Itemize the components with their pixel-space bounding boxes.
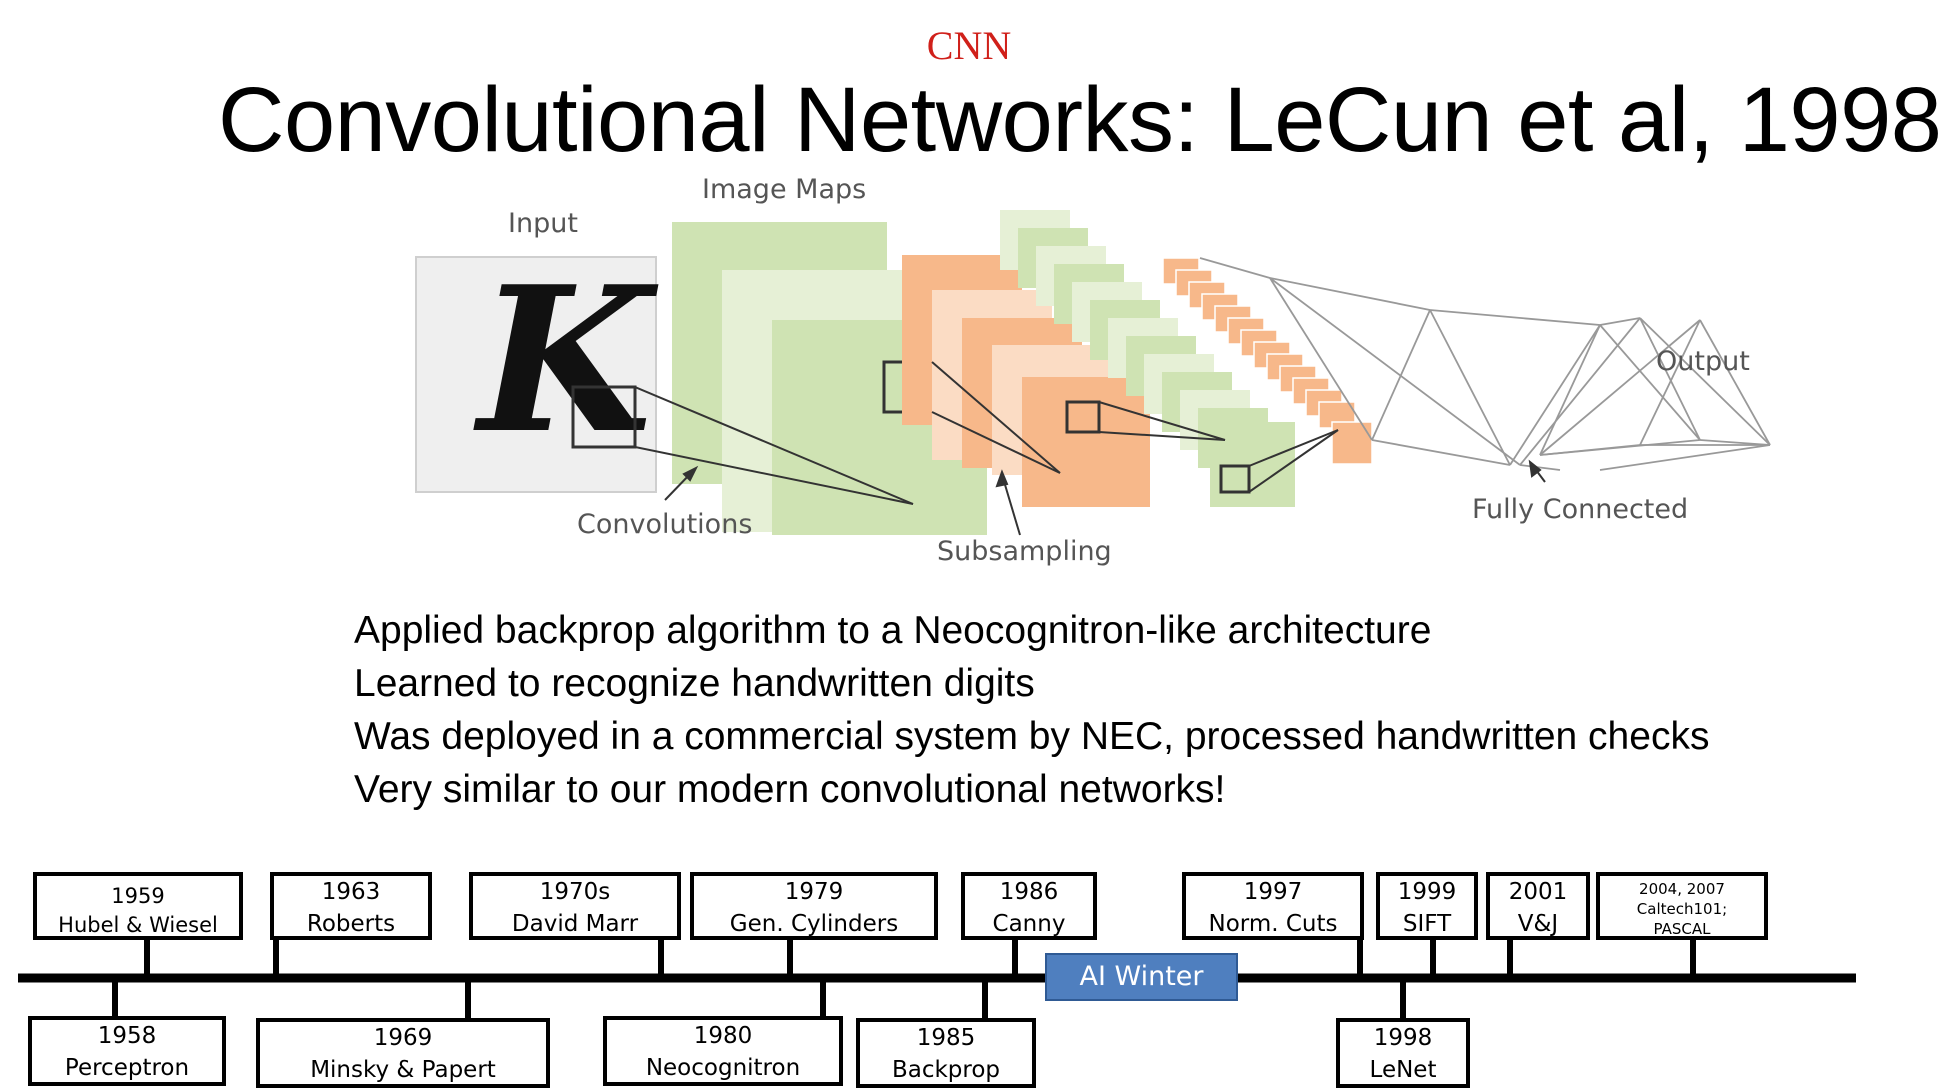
event-year: 1998: [1373, 1025, 1433, 1051]
image-maps-label: Image Maps: [702, 174, 866, 205]
timeline-event: 1959 Hubel & Wiesel: [33, 872, 243, 940]
event-name: Norm. Cuts: [1208, 911, 1338, 937]
timeline-event: 1963 Roberts: [270, 872, 432, 940]
event-year: 1958: [97, 1023, 157, 1049]
timeline-event: 1986 Canny: [961, 872, 1097, 940]
event-name: Canny: [992, 911, 1066, 937]
event-name: Neocognitron: [645, 1055, 801, 1081]
event-year: 1979: [784, 879, 844, 905]
timeline-event: 2001 V&J: [1486, 872, 1590, 940]
event-year: 1999: [1397, 879, 1457, 905]
event-year: 1970s: [539, 879, 611, 905]
event-name: Backprop: [891, 1057, 1001, 1083]
event-year: 1985: [916, 1025, 976, 1051]
timeline-event: 1998 LeNet: [1336, 1018, 1470, 1088]
event-name: Gen. Cylinders: [729, 911, 899, 937]
event-name: PASCAL: [1653, 920, 1711, 938]
timeline-event: 1985 Backprop: [856, 1018, 1036, 1088]
bullet-item: Applied backprop algorithm to a Neocogni…: [354, 609, 1432, 652]
event-year: 1969: [373, 1025, 433, 1051]
event-name: Minsky & Papert: [310, 1057, 496, 1083]
output-label: Output: [1656, 346, 1750, 377]
convolutions-label: Convolutions: [577, 509, 752, 540]
subsample-receptive-field: [1065, 400, 1101, 434]
bullet-list: Applied backprop algorithm to a Neocogni…: [354, 604, 1709, 816]
bullet-item: Was deployed in a commercial system by N…: [354, 715, 1710, 758]
timeline-event: 1958 Perceptron: [28, 1016, 226, 1086]
event-year: 1986: [999, 879, 1059, 905]
slide-title: Convolutional Networks: LeCun et al, 199…: [218, 69, 1938, 171]
timeline-event: 1979 Gen. Cylinders: [690, 872, 938, 940]
input-receptive-field: [571, 385, 637, 449]
subsample-map: [1022, 377, 1150, 507]
bullet-item: Very similar to our modern convolutional…: [354, 768, 1226, 811]
event-name: Perceptron: [64, 1055, 190, 1081]
ai-winter-badge: AI Winter: [1045, 953, 1238, 1001]
event-name: Caltech101;: [1636, 900, 1728, 918]
timeline-event: 1969 Minsky & Papert: [256, 1018, 550, 1088]
timeline-event: 1999 SIFT: [1376, 872, 1478, 940]
input-glyph: K: [473, 243, 659, 478]
pooled-stack: [1162, 257, 1373, 465]
event-year: 1997: [1243, 879, 1303, 905]
event-name: Roberts: [306, 911, 396, 937]
event-year: 2004, 2007: [1639, 880, 1725, 898]
input-label: Input: [508, 208, 578, 239]
fully-connected-label: Fully Connected: [1472, 494, 1688, 525]
timeline-event: 1997 Norm. Cuts: [1182, 872, 1364, 940]
event-name: David Marr: [511, 911, 639, 937]
timeline-event: 2004, 2007 Caltech101; PASCAL: [1596, 872, 1768, 940]
slide-tag: CNN: [926, 23, 1012, 68]
timeline-connectors: [112, 937, 1696, 1020]
event-name: V&J: [1517, 911, 1559, 937]
bullet-item: Learned to recognize handwritten digits: [354, 662, 1035, 705]
event-name: Hubel & Wiesel: [58, 913, 218, 937]
feature-map-2-field: [1219, 464, 1251, 494]
event-year: 1959: [111, 884, 165, 908]
event-year: 1980: [693, 1023, 753, 1049]
event-name: SIFT: [1402, 911, 1452, 937]
event-name: LeNet: [1369, 1057, 1437, 1083]
lenet-diagram: K: [415, 174, 1771, 567]
event-year: 1963: [321, 879, 381, 905]
input-image: [415, 256, 657, 493]
event-year: 2001: [1508, 879, 1568, 905]
timeline-event: 1970s David Marr: [469, 872, 681, 940]
subsampling-label: Subsampling: [937, 536, 1112, 567]
